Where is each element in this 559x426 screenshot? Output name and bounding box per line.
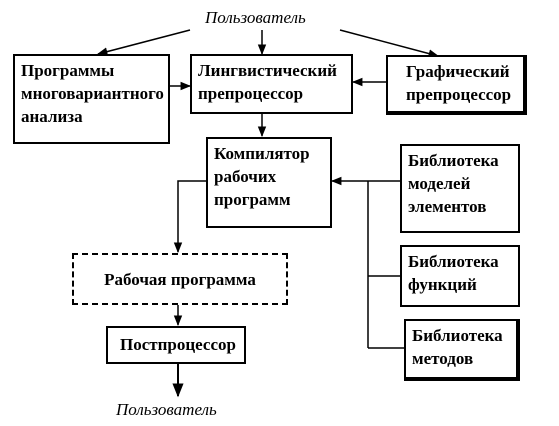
library-models-box: Библиотека моделей элементов [400, 144, 520, 233]
user-bottom-label: Пользователь [116, 400, 217, 419]
multivariant-analysis-programs-box: Программы многовариантного анализа [13, 54, 170, 144]
arrow-user-to-graphic [339, 29, 440, 58]
library-functions-box: Библиотека функций [400, 245, 520, 307]
linguistic-preprocessor-box: Лингвистический препроцессор [190, 54, 353, 114]
graphic-preprocessor-box: Графический препроцессор [386, 55, 527, 115]
arrow-compiler-to-working-program [173, 180, 206, 254]
compiler-box: Компилятор рабочих программ [206, 137, 332, 228]
library-methods-box: Библиотека методов [404, 319, 520, 381]
working-program-label: Рабочая программа [104, 269, 256, 289]
arrow-user-to-multivariant [96, 29, 191, 56]
working-program-box: Рабочая программа [72, 253, 288, 305]
postprocessor-box: Постпроцессор [106, 326, 246, 364]
user-top-label: Пользователь [205, 8, 306, 27]
